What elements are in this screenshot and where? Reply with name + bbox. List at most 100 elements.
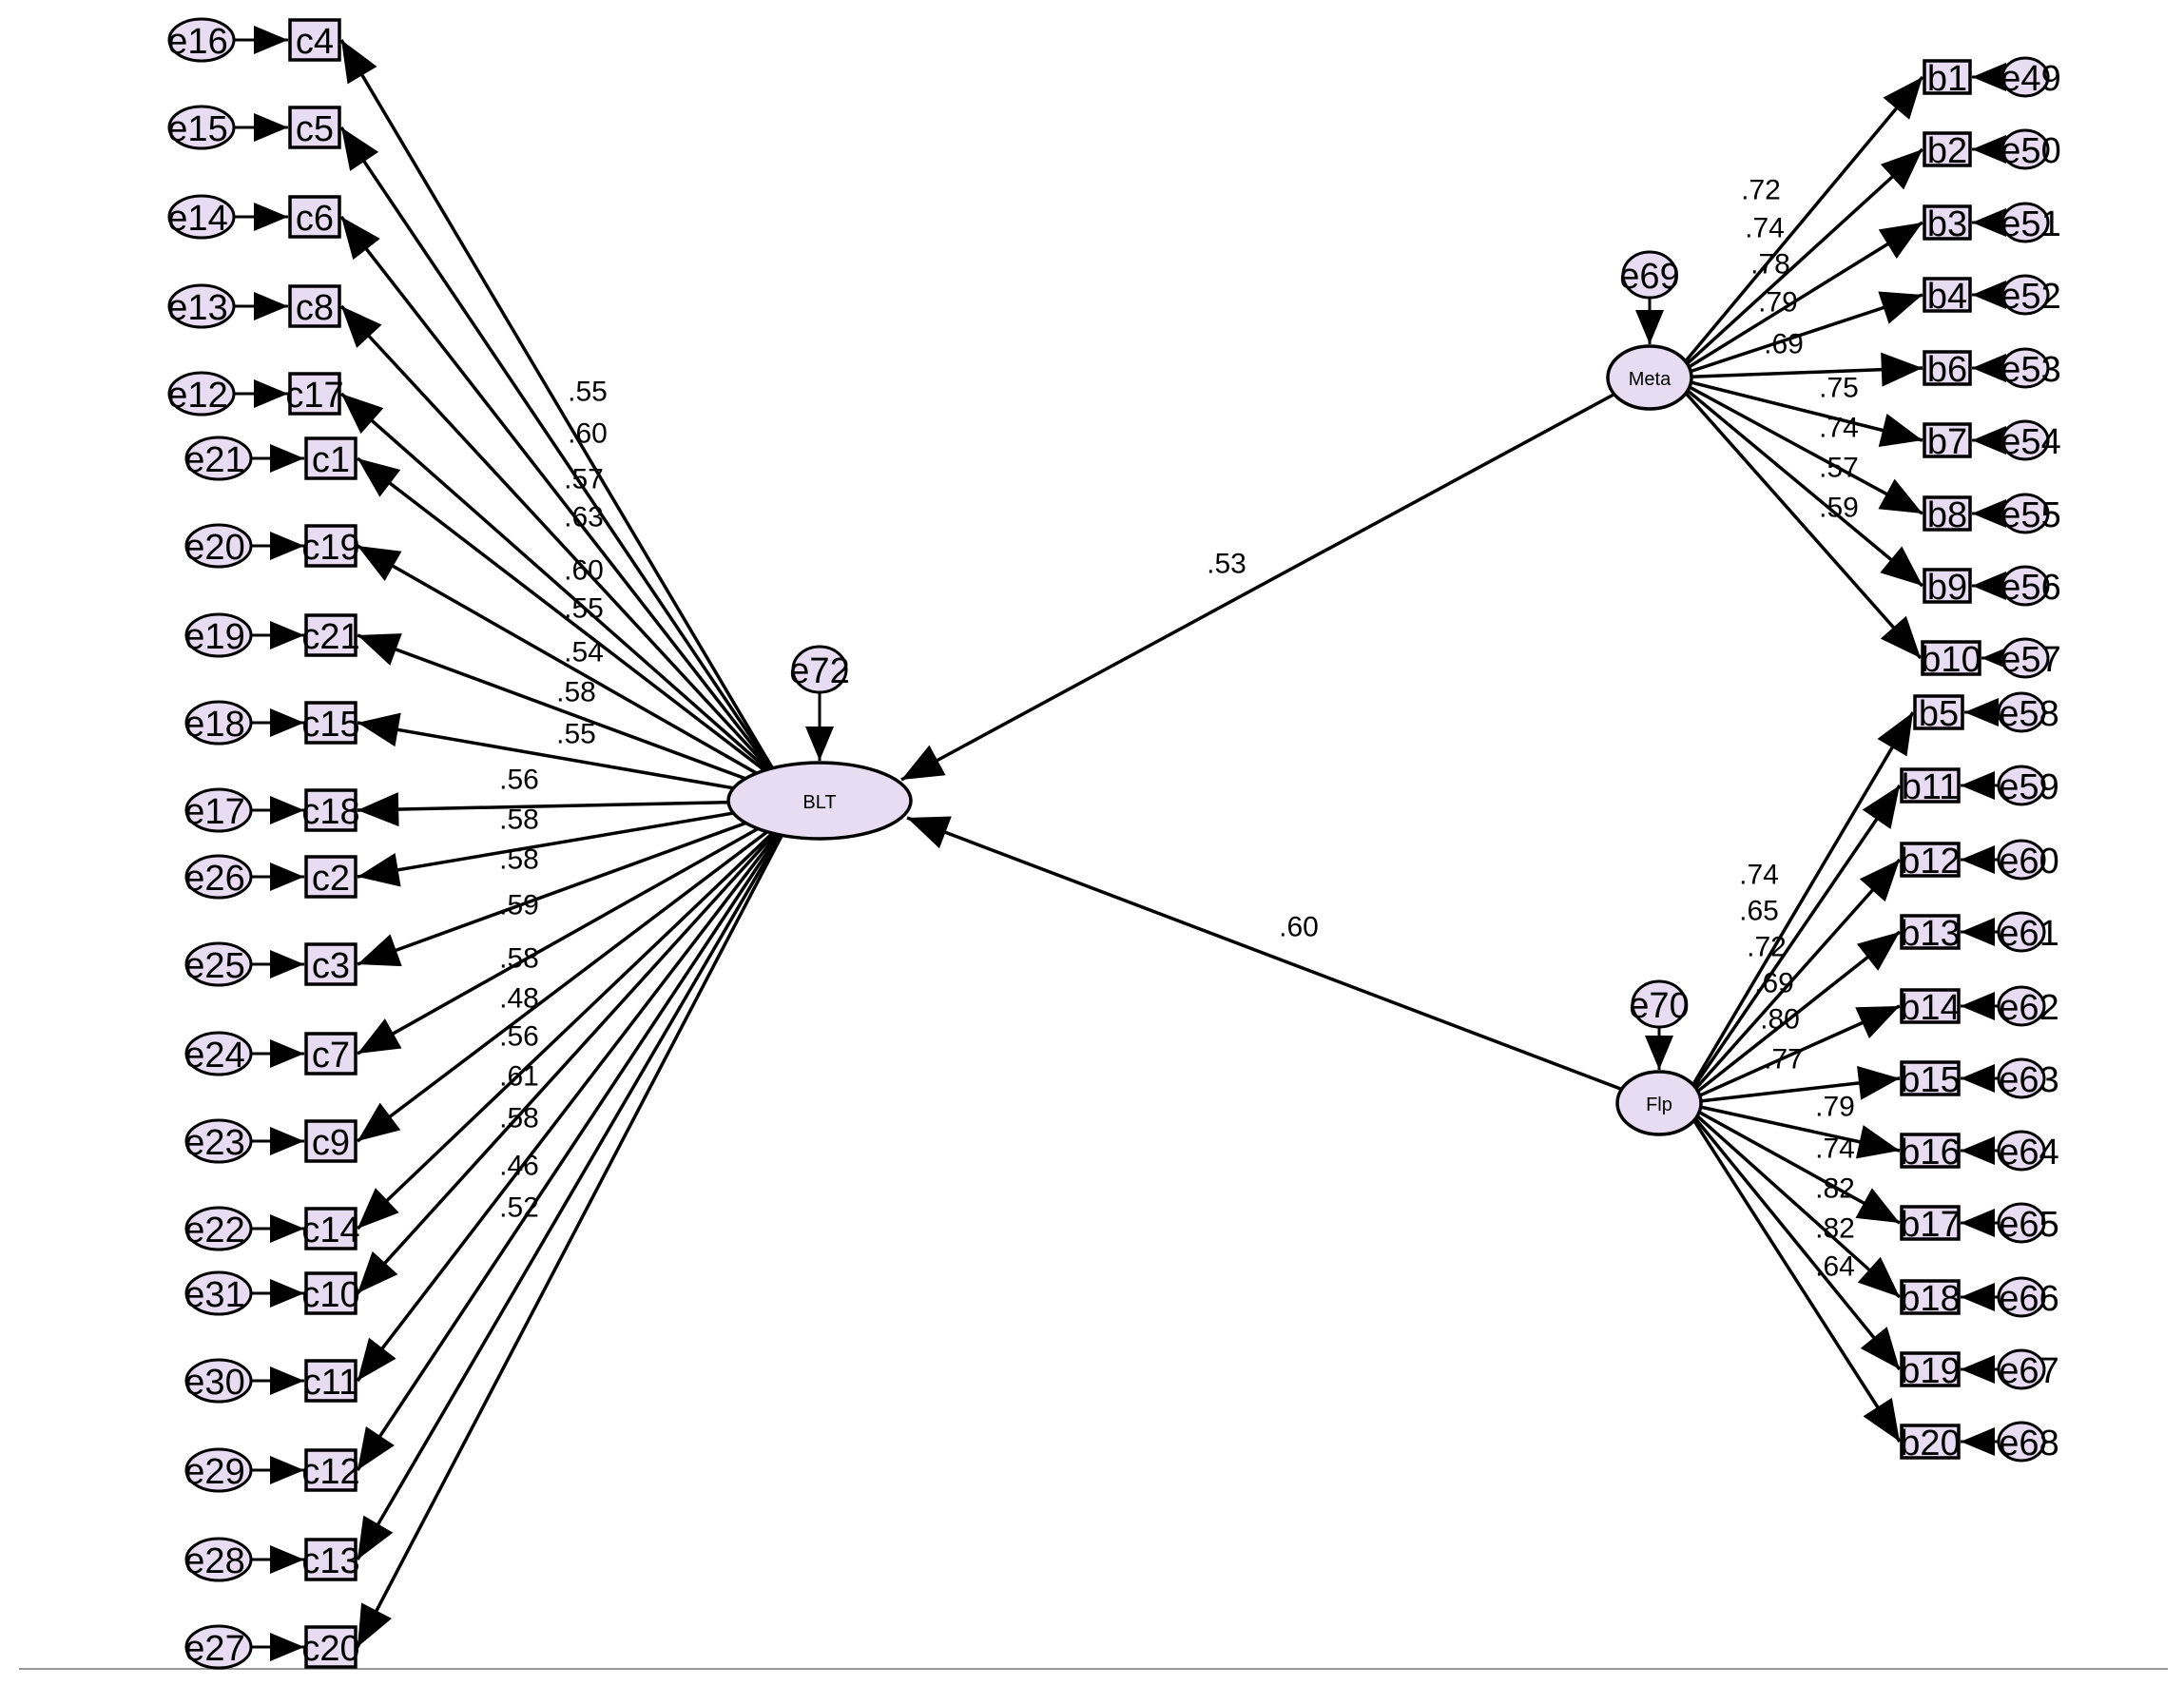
loading-arrow-c18 <box>357 792 786 827</box>
error-label-e18: e18 <box>184 705 244 745</box>
loading-arrow-b16 <box>1691 1103 1901 1159</box>
loading-coef-c15: .55 <box>556 719 596 750</box>
loading-coef-b1: .72 <box>1741 175 1781 206</box>
error-label-e25: e25 <box>184 946 244 986</box>
loading-arrow-b11 <box>1690 785 1902 1092</box>
error-label-e13: e13 <box>167 288 227 328</box>
loading-coef-c19: .54 <box>564 637 604 669</box>
loading-coef-b3: .78 <box>1750 249 1790 281</box>
error-label-e30: e30 <box>184 1363 244 1403</box>
indicator-label-b15: b15 <box>1900 1060 1960 1100</box>
error-circle-e31 <box>184 1270 253 1316</box>
error-label-e62: e62 <box>1999 988 2058 1028</box>
loading-coef-b6: .69 <box>1764 329 1804 360</box>
indicator-label-b9: b9 <box>1927 568 1967 608</box>
loading-coef-b5: .74 <box>1739 860 1779 891</box>
loading-arrow-c8 <box>339 304 784 785</box>
error-label-e19: e19 <box>184 617 244 657</box>
indicator-box-c6 <box>288 195 341 239</box>
indicator-label-b8: b8 <box>1927 495 1967 535</box>
indicator-box-c12 <box>304 1448 358 1492</box>
indicator-box-c5 <box>288 106 341 149</box>
indicator-box-c7 <box>304 1032 358 1076</box>
loading-coef-c17: .60 <box>564 555 604 587</box>
indicator-label-b6: b6 <box>1927 350 1967 390</box>
loading-arrow-c7 <box>357 810 789 1056</box>
disturbance-circle-e70 <box>1631 979 1688 1029</box>
error-label-e65: e65 <box>1999 1205 2058 1245</box>
loading-coef-c18: .56 <box>499 765 539 796</box>
error-circle-e50 <box>2000 128 2050 170</box>
loading-coef-b10: .59 <box>1819 493 1859 524</box>
indicator-box-c9 <box>304 1119 358 1163</box>
indicator-label-b13: b13 <box>1900 914 1960 954</box>
loading-arrow-c4 <box>339 39 783 785</box>
loading-arrow-c5 <box>339 126 783 785</box>
loading-arrow-c2 <box>357 802 787 887</box>
loading-arrow-b15 <box>1691 1066 1901 1104</box>
error-circle-e18 <box>184 700 253 746</box>
loading-coef-c10: .56 <box>499 1021 539 1053</box>
loading-coef-b4: .79 <box>1758 287 1798 319</box>
loading-coef-c14: .48 <box>499 983 539 1015</box>
path-arrow-meta-to-blt <box>900 393 1614 782</box>
indicator-box-b18 <box>1900 1279 1961 1315</box>
error-label-e54: e54 <box>2000 422 2060 462</box>
indicator-box-c13 <box>304 1538 358 1581</box>
error-circle-e29 <box>184 1447 253 1493</box>
loading-arrow-c13 <box>356 817 792 1560</box>
indicator-box-c3 <box>304 942 358 986</box>
loading-coef-b15: .77 <box>1764 1044 1804 1076</box>
disturbance-label-e69: e69 <box>1619 257 1679 297</box>
loading-arrow-b1 <box>1680 75 1924 367</box>
indicator-box-c4 <box>288 18 341 62</box>
error-label-e55: e55 <box>2000 495 2060 535</box>
indicator-box-b12 <box>1900 842 1961 878</box>
error-label-e21: e21 <box>184 440 244 480</box>
loading-arrow-b19 <box>1690 1113 1902 1371</box>
loading-coef-c3: .58 <box>499 844 539 876</box>
latent-ellipse-blt <box>726 761 913 841</box>
loading-arrow-c14 <box>356 816 790 1231</box>
indicator-label-c5: c5 <box>296 109 334 149</box>
error-label-e51: e51 <box>2000 204 2060 244</box>
indicator-box-c2 <box>304 855 358 899</box>
error-label-e58: e58 <box>1999 694 2058 734</box>
error-label-e60: e60 <box>1999 842 2058 882</box>
loading-arrow-c15 <box>357 712 786 800</box>
error-circle-e59 <box>1997 765 2046 806</box>
loading-arrow-c6 <box>339 215 784 785</box>
loading-arrow-b10 <box>1680 387 1923 660</box>
error-circle-e62 <box>1997 985 2046 1027</box>
error-label-e49: e49 <box>2000 59 2060 99</box>
indicator-box-b14 <box>1900 988 1961 1024</box>
error-circle-e52 <box>2000 274 2050 316</box>
indicator-box-c15 <box>304 701 358 745</box>
loading-coef-b17: .74 <box>1815 1134 1855 1165</box>
error-label-e27: e27 <box>184 1629 244 1669</box>
error-label-e24: e24 <box>184 1036 244 1076</box>
loading-arrow-b14 <box>1691 1004 1901 1101</box>
latent-ellipse-meta <box>1606 344 1693 411</box>
indicator-label-b17: b17 <box>1900 1205 1960 1245</box>
error-label-e53: e53 <box>2000 350 2060 390</box>
error-circle-e22 <box>184 1206 253 1251</box>
indicator-label-b1: b1 <box>1927 59 1967 99</box>
loading-arrow-c17 <box>339 392 785 785</box>
indicator-box-c17 <box>288 372 341 416</box>
indicator-box-c14 <box>304 1207 358 1250</box>
error-circle-e14 <box>167 194 236 240</box>
error-circle-e60 <box>1997 839 2046 881</box>
indicator-label-c1: c1 <box>312 440 350 480</box>
indicator-box-c10 <box>304 1271 358 1315</box>
error-label-e56: e56 <box>2000 568 2060 608</box>
indicator-label-b2: b2 <box>1927 131 1967 171</box>
loading-coef-b11: .65 <box>1739 896 1779 927</box>
indicator-box-c18 <box>304 788 358 832</box>
loading-arrow-c21 <box>357 633 786 795</box>
loading-coef-b7: .75 <box>1819 373 1859 404</box>
indicator-label-c18: c18 <box>301 792 359 832</box>
loading-arrow-c12 <box>356 817 792 1471</box>
